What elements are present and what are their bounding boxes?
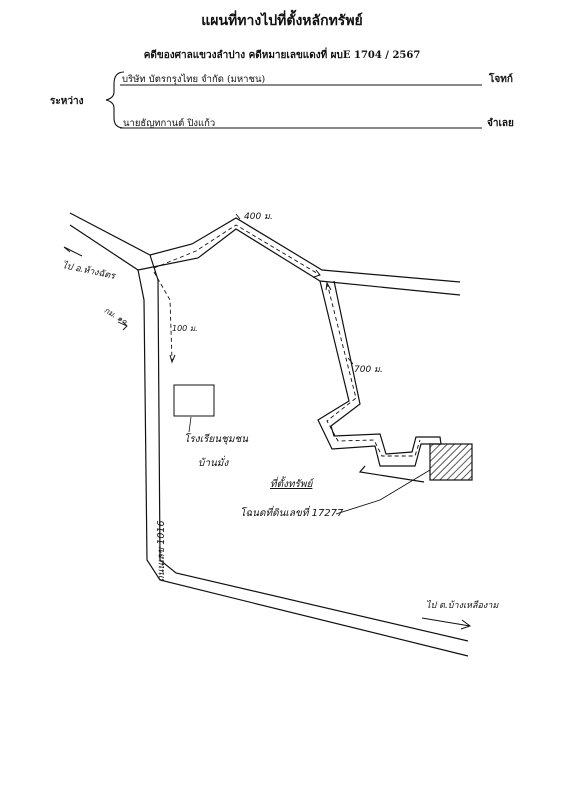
- route-arrowheads: [169, 269, 332, 364]
- distance-400-tick: [235, 213, 241, 220]
- route-dashes: [153, 224, 421, 457]
- property-leader-line: [335, 469, 431, 515]
- direction-label-bottom-right: ไป ต.บ้างเหลืองาม: [426, 601, 499, 611]
- map-title: แผนที่ทางไปที่ตั้งหลักทรัพย์: [201, 13, 363, 29]
- highway-1016-label: ถนนเลข 1016: [156, 520, 167, 583]
- school-pointer-line: [188, 416, 192, 433]
- school-plot: [173, 384, 215, 417]
- case-number-line: คดีของศาลแขวงลำปาง คดีหมายเลขแดงที่ ผบE …: [143, 50, 421, 61]
- plaintiff-name: บริษัท บัตรกรุงไทย จำกัด (มหาชน): [122, 74, 266, 85]
- property-label-line1: ที่ตั้งทรัพย์: [270, 479, 313, 490]
- property-deed-label: โฉนดที่ดินเลขที่ 17277: [240, 508, 344, 519]
- branch-road: [137, 217, 461, 483]
- defendant-role: จำเลย: [487, 118, 514, 129]
- km-marker-arrow: [117, 321, 128, 331]
- party-brace: [105, 71, 125, 129]
- arrow-to-bottom-right: [421, 617, 472, 630]
- distance-400-label: 400 ม.: [244, 212, 273, 222]
- distance-100-label: 100 ม.: [172, 324, 198, 333]
- property-parcel: [429, 443, 473, 481]
- defendant-name: นายธัญทกานต์ ปิงแก้ว: [123, 118, 216, 129]
- distance-700-label: 700 ม.: [354, 365, 383, 375]
- highway-1016: [69, 212, 469, 657]
- school-label-line2: บ้านมั่ง: [198, 458, 229, 469]
- arrow-to-top-left: [63, 246, 83, 257]
- distance-700-tick: [347, 357, 354, 365]
- plaintiff-role: โจทก์: [489, 74, 513, 85]
- between-label: ระหว่าง: [50, 96, 84, 107]
- school-label-line1: โรงเรียนชุมชน: [184, 434, 249, 445]
